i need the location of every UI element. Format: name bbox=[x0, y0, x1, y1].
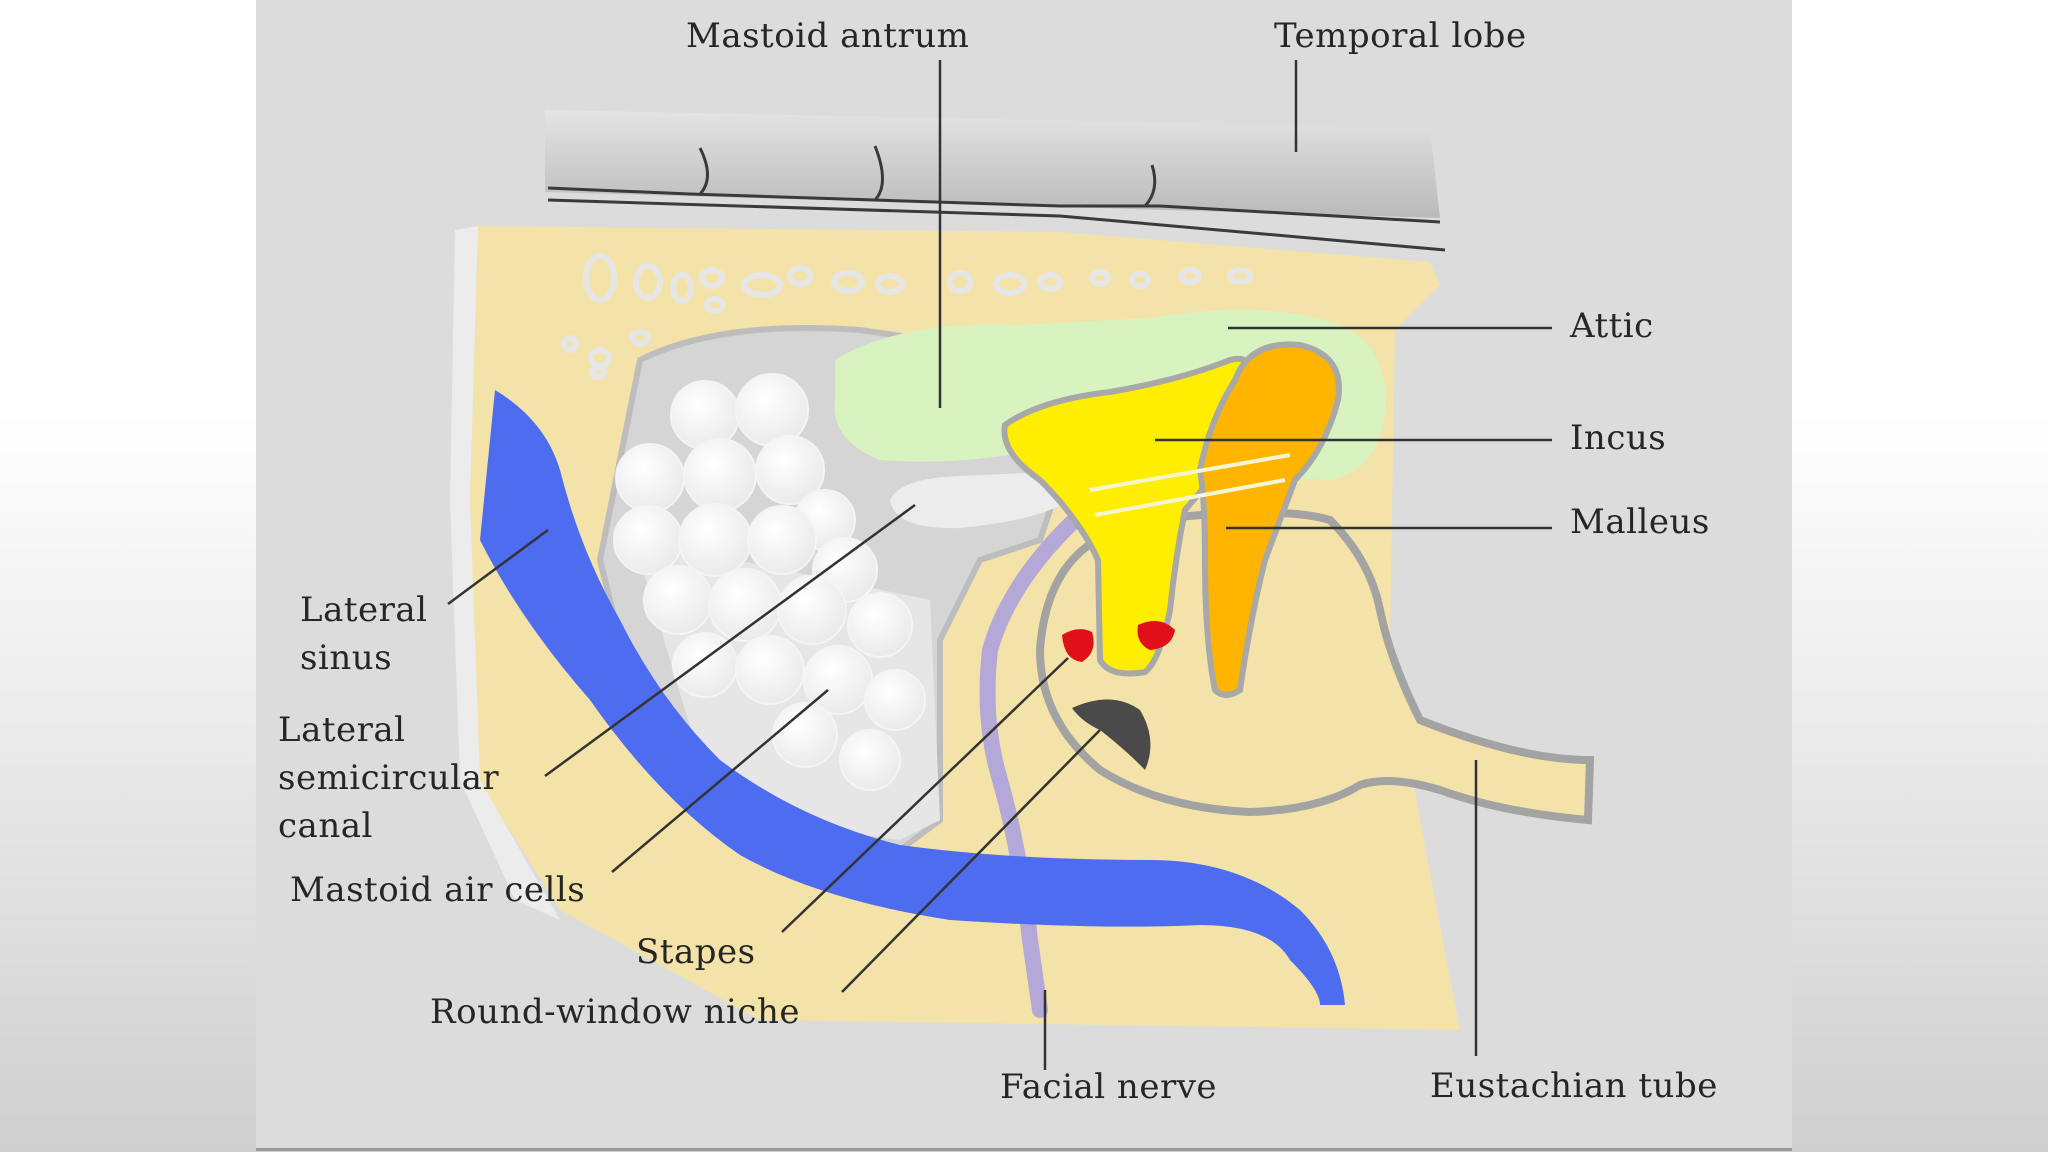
label-lscc-line-1: Lateral bbox=[278, 710, 406, 750]
label-facial-nerve: Facial nerve bbox=[1000, 1067, 1218, 1107]
label-malleus: Malleus bbox=[1570, 502, 1710, 542]
bone-air-spaces bbox=[561, 253, 1253, 380]
label-incus: Incus bbox=[1570, 418, 1667, 458]
temporal-lobe-region bbox=[545, 110, 1446, 252]
label-temporal-lobe: Temporal lobe bbox=[1274, 16, 1527, 56]
label-eustachian-tube: Eustachian tube bbox=[1430, 1066, 1718, 1106]
leader-lateral-semicircular-canal bbox=[544, 503, 916, 778]
stapes-shape bbox=[1062, 621, 1175, 662]
label-attic: Attic bbox=[1570, 306, 1654, 346]
label-stapes: Stapes bbox=[636, 932, 756, 972]
leader-mastoid-air-cells bbox=[611, 689, 829, 873]
lateral-semicircular-canal-shape bbox=[890, 472, 1073, 529]
label-round-window-niche: Round-window niche bbox=[430, 992, 800, 1032]
label-lateral-sinus-line-1: Lateral bbox=[300, 590, 428, 630]
tympanic-cavity-shape bbox=[1035, 508, 1595, 825]
slide-bottom-rule bbox=[256, 1148, 1792, 1151]
incus-shape bbox=[1001, 355, 1258, 677]
round-window-niche-shape bbox=[1072, 699, 1151, 770]
label-lscc-line-3: canal bbox=[278, 806, 373, 846]
label-lateral-sinus-line-2: sinus bbox=[300, 638, 393, 678]
label-mastoid-air-cells: Mastoid air cells bbox=[290, 870, 586, 910]
label-lateral-sinus: Lateral sinus bbox=[300, 586, 428, 682]
leader-lateral-sinus bbox=[447, 528, 549, 606]
leader-round-window-niche bbox=[841, 729, 1101, 993]
label-mastoid-antrum: Mastoid antrum bbox=[686, 16, 970, 56]
label-lateral-semicircular-canal: Lateral semicircular canal bbox=[278, 706, 499, 850]
leader-lines bbox=[447, 60, 1552, 1070]
label-lscc-line-2: semicircular bbox=[278, 758, 500, 798]
leader-stapes bbox=[781, 657, 1069, 933]
